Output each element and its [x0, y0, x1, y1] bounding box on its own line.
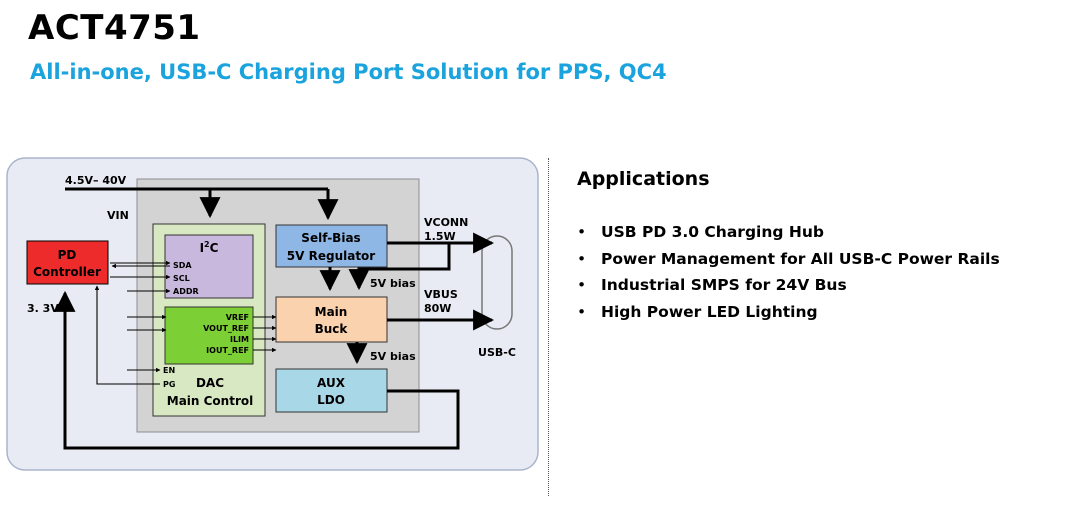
pd-controller-block	[26, 240, 109, 285]
applications-title: Applications	[577, 168, 710, 190]
aux-ldo-label-1: AUX	[317, 376, 346, 390]
bias-label-bottom: 5V bias	[370, 350, 416, 363]
dac-label: DAC	[196, 376, 224, 390]
applications-list: •USB PD 3.0 Charging Hub •Power Manageme…	[577, 219, 1000, 325]
self-bias-block	[275, 224, 388, 268]
input-voltage-label: 4.5V– 40V	[65, 174, 127, 187]
pd-controller-label-2: Controller	[33, 265, 101, 279]
pd-controller-label-1: PD	[58, 248, 77, 262]
self-bias-label-2: 5V Regulator	[287, 249, 376, 263]
vin-label: VIN	[107, 209, 129, 222]
i2c-block	[164, 234, 254, 299]
pin-en: EN	[163, 366, 175, 375]
dac-out-vref: VREF	[226, 313, 249, 322]
main-buck-label-1: Main	[315, 305, 348, 319]
application-item-label: Power Management for All USB-C Power Rai…	[601, 249, 1000, 268]
i2c-label-main: I	[200, 241, 204, 255]
i2c-label: I2C	[200, 240, 219, 255]
aux-ldo-label-2: LDO	[317, 393, 345, 407]
vbus-power-label: 80W	[424, 302, 451, 315]
main-buck-label-2: Buck	[315, 322, 349, 336]
application-item-label: USB PD 3.0 Charging Hub	[601, 223, 824, 241]
vbus-label: VBUS	[424, 288, 458, 301]
main-control-label: Main Control	[167, 394, 253, 408]
i2c-label-end: C	[210, 241, 219, 255]
aux-ldo-block	[275, 368, 388, 413]
list-item: •High Power LED Lighting	[577, 302, 818, 321]
list-item: •USB PD 3.0 Charging Hub	[577, 223, 824, 241]
list-item: •Industrial SMPS for 24V Bus	[577, 276, 847, 294]
list-item: •Power Management for All USB-C Power Ra…	[577, 249, 1000, 268]
i2c-label-sup: 2	[204, 240, 210, 249]
pin-sda: SDA	[173, 261, 192, 270]
main-buck-block	[275, 296, 388, 343]
application-item-label: Industrial SMPS for 24V Bus	[601, 276, 847, 294]
pin-addr: ADDR	[173, 287, 199, 296]
product-subtitle: All-in-one, USB-C Charging Port Solution…	[30, 60, 667, 84]
dac-out-ilim: ILIM	[230, 335, 249, 344]
application-item-label: High Power LED Lighting	[601, 302, 818, 321]
dac-out-vout-ref: VOUT_REF	[203, 324, 249, 333]
usb-c-connector	[481, 235, 513, 330]
product-title: ACT4751	[28, 8, 201, 48]
vconn-label: VCONN	[424, 216, 468, 229]
pin-pg: PG	[163, 380, 175, 389]
pin-scl: SCL	[173, 274, 190, 283]
bias-label-top: 5V bias	[370, 277, 416, 290]
section-divider	[548, 158, 549, 496]
dac-block	[164, 306, 254, 365]
dac-out-iout-ref: IOUT_REF	[206, 346, 249, 355]
vconn-power-label: 1.5W	[424, 230, 456, 243]
usb-c-label: USB-C	[478, 346, 516, 359]
self-bias-label-1: Self-Bias	[301, 231, 360, 245]
supply-voltage-label: 3. 3V	[27, 302, 59, 315]
